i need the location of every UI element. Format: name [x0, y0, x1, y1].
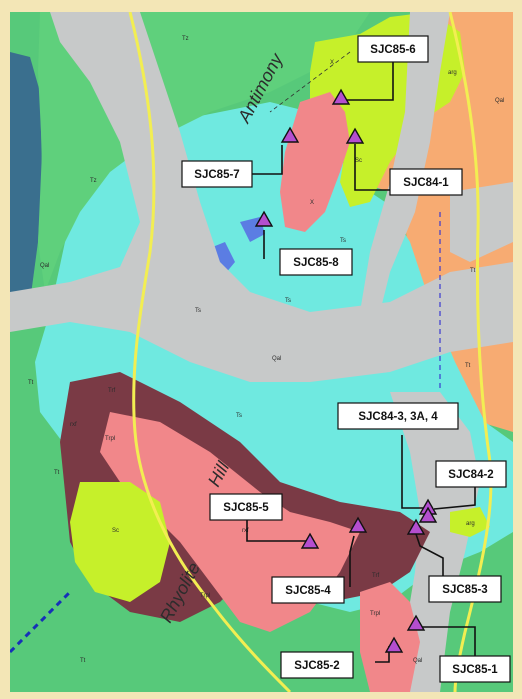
unit-label: Qal — [495, 98, 504, 104]
unit-label: Qal — [40, 263, 49, 269]
unit-label: Tz — [182, 36, 189, 42]
callout-sjc85-6[interactable]: SJC85-6 — [357, 35, 429, 63]
callout-label: SJC84-3, 3A, 4 — [358, 411, 438, 423]
unit-label: Trf — [108, 388, 115, 394]
callout-label: SJC84-1 — [403, 177, 449, 189]
sample-triangle-sjc85-5[interactable] — [300, 532, 320, 549]
unit-label: Tt — [54, 470, 60, 476]
leader-sjc85-3 — [415, 533, 444, 576]
leader-sjc85-1 — [421, 626, 476, 656]
unit-label: Sc — [355, 158, 362, 164]
unit-label: Trf — [372, 573, 379, 579]
sample-triangle-sjc85-8[interactable] — [254, 210, 274, 227]
callout-sjc84-1[interactable]: SJC84-1 — [389, 168, 463, 196]
leader-sjc85-6 — [347, 62, 394, 101]
unit-label: Sc — [112, 528, 119, 534]
sample-triangle-sjc85-2[interactable] — [384, 636, 404, 653]
callout-label: SJC85-1 — [452, 664, 498, 676]
unit-qal-east — [450, 182, 513, 262]
leader-sjc85-4 — [349, 535, 355, 587]
unit-label: Ts — [285, 298, 291, 304]
unit-label: Tz — [90, 178, 97, 184]
lake-west — [10, 52, 42, 312]
unit-label: Tt — [470, 268, 476, 274]
leader-lines — [236, 62, 476, 663]
unit-label: Qal — [413, 658, 422, 664]
callout-sjc85-4[interactable]: SJC85-4 — [271, 576, 345, 604]
unit-label: Trpl — [105, 436, 115, 442]
callout-label: SJC84-2 — [448, 469, 493, 481]
sample-triangle-sjc85-6[interactable] — [331, 88, 351, 105]
fault-sw — [10, 590, 72, 654]
unit-labels: Tz Tz Ts Ts Ts Ts Ts Qal Qal Qal Qal Tt … — [28, 36, 504, 664]
callout-label: SJC85-8 — [293, 257, 339, 269]
unit-label: rxf — [70, 422, 77, 428]
callout-sjc85-3[interactable]: SJC85-3 — [428, 575, 502, 603]
unit-label: Tt — [465, 363, 471, 369]
unit-label: Ts — [236, 413, 242, 419]
leader-sjc84-2 — [433, 487, 476, 510]
sample-triangle-sjc85-7[interactable] — [280, 126, 300, 143]
unit-label: rxf — [242, 528, 249, 534]
sample-triangle-sjc85-3[interactable] — [406, 518, 426, 535]
sample-triangle-sjc85-1[interactable] — [406, 614, 426, 631]
unit-label: Trpl — [370, 611, 380, 617]
callout-label: SJC85-7 — [194, 169, 239, 181]
unit-label: Ts — [195, 308, 201, 314]
contact-dashed — [269, 51, 351, 113]
road-yellow-east — [448, 12, 493, 692]
road-yellow-west — [128, 12, 292, 692]
unit-label: X — [310, 200, 314, 206]
leader-sjc84-3 — [401, 435, 426, 509]
callout-sjc85-8[interactable]: SJC85-8 — [279, 248, 353, 276]
unit-qal-main — [10, 12, 513, 382]
unit-label: arg — [448, 70, 457, 76]
sample-triangle-sjc85-4[interactable] — [348, 516, 368, 533]
unit-salmon-south — [360, 582, 420, 692]
callout-sjc85-1[interactable]: SJC85-1 — [439, 655, 511, 683]
unit-label: X — [330, 60, 334, 66]
leader-sjc84-1 — [354, 144, 390, 191]
unit-salmon-north — [280, 92, 350, 232]
unit-label: Qal — [272, 356, 281, 362]
unit-label: Tt — [28, 380, 34, 386]
map-svg: Antimony Rhyolite Hill Tz Tz Ts Ts Ts Ts… — [10, 12, 513, 692]
unit-label: Tt — [80, 658, 86, 664]
callout-sjc84-2[interactable]: SJC84-2 — [435, 460, 507, 488]
callout-sjc85-5[interactable]: SJC85-5 — [209, 493, 283, 521]
callout-label: SJC85-4 — [285, 585, 331, 597]
unit-label: Ts — [340, 238, 346, 244]
sample-points — [254, 88, 438, 653]
leader-sjc85-5 — [246, 518, 306, 542]
callout-sjc85-7[interactable]: SJC85-7 — [181, 160, 253, 188]
callout-label: SJC85-5 — [223, 502, 269, 514]
callout-sjc85-2[interactable]: SJC85-2 — [280, 651, 354, 679]
sample-triangle-sjc84-1[interactable] — [345, 127, 365, 144]
unit-sc-south — [70, 482, 170, 602]
callout-label: SJC85-3 — [442, 584, 487, 596]
unit-label: Trpl — [200, 593, 210, 599]
geologic-map: Antimony Rhyolite Hill Tz Tz Ts Ts Ts Ts… — [10, 12, 513, 692]
sample-triangle-sjc84-2[interactable] — [418, 506, 438, 523]
callout-sjc84-3[interactable]: SJC84-3, 3A, 4 — [337, 402, 459, 430]
callout-label: SJC85-2 — [294, 660, 339, 672]
unit-label: arg — [466, 521, 475, 527]
unit-arg-south — [450, 507, 490, 537]
callout-label: SJC85-6 — [370, 44, 415, 56]
unit-qal-north — [360, 12, 450, 312]
